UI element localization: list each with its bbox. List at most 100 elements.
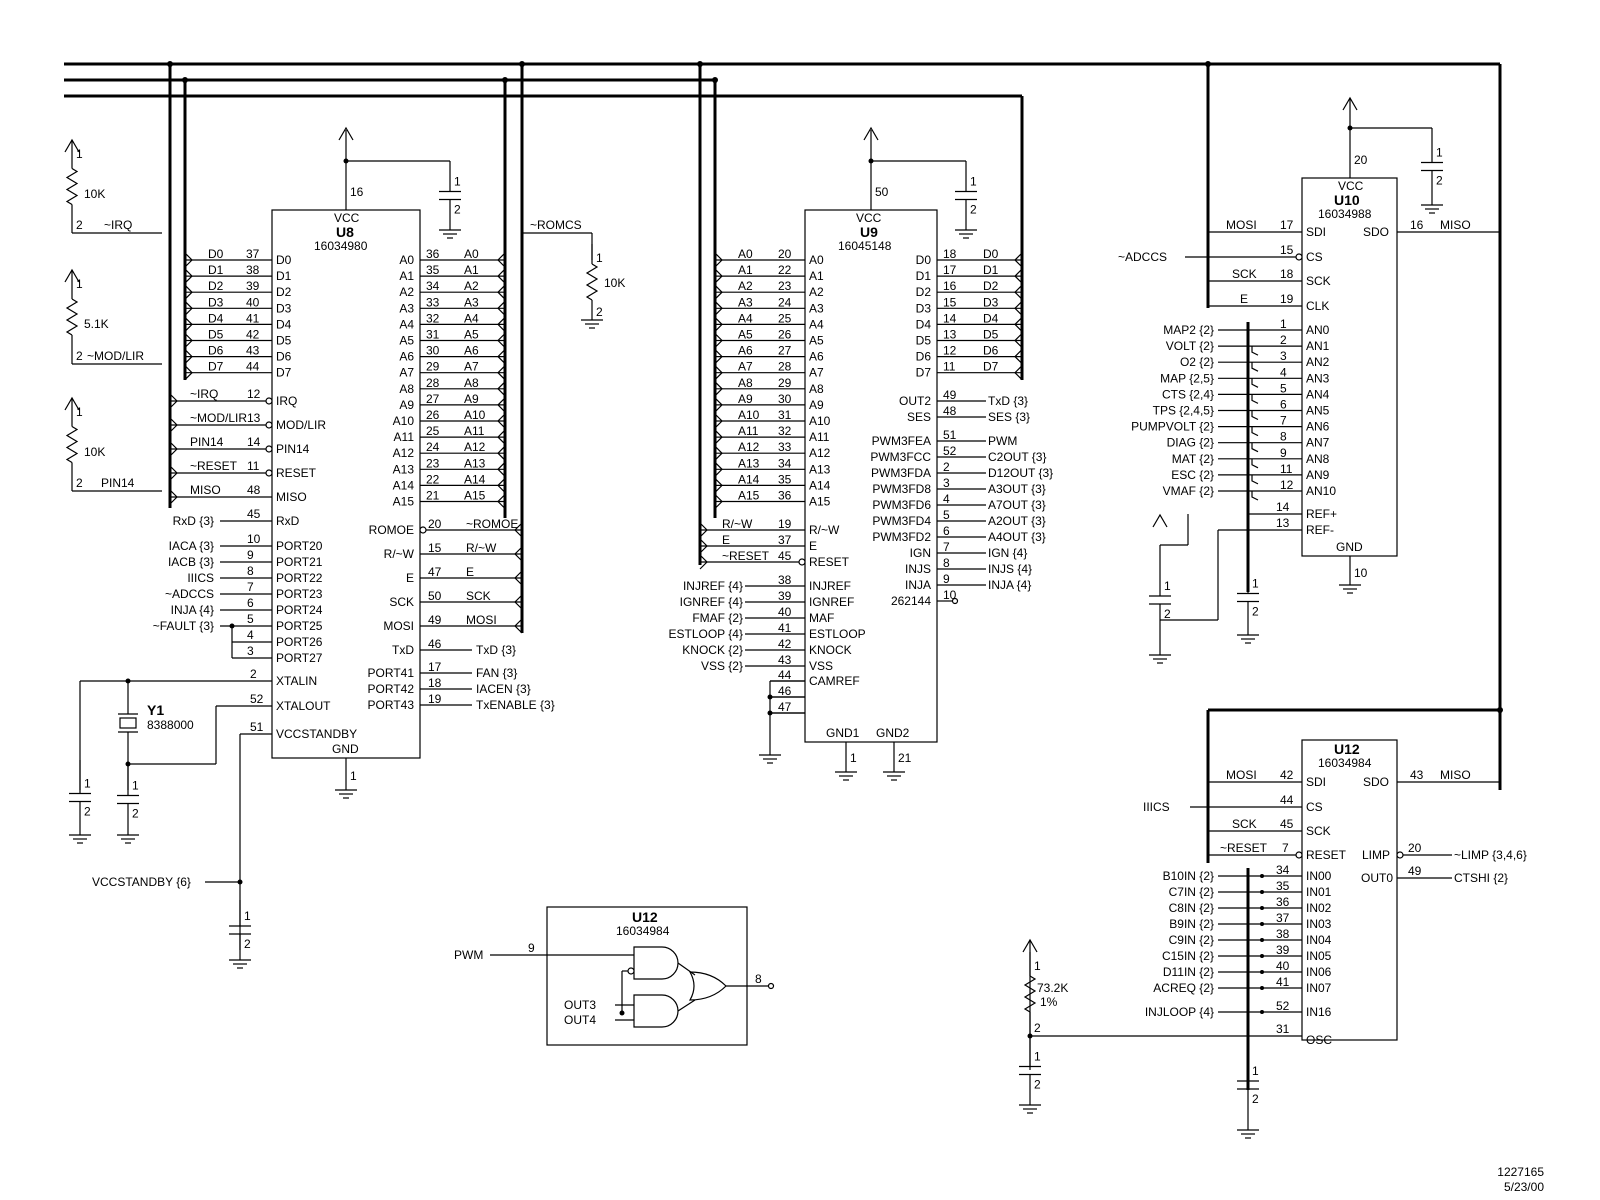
u8-d-label: D0 [276, 253, 292, 267]
u9-o-label: PWM3FD2 [872, 530, 931, 544]
u8-l-pin: 3 [247, 644, 254, 658]
u8-a-entry [497, 333, 506, 348]
u8-a-entry [497, 284, 506, 300]
u8-l-net: INJA {4} [171, 603, 214, 617]
u8-l-entry [169, 465, 178, 481]
vcc-arrow [1342, 96, 1358, 111]
u12-in-net: D11IN {2} [1163, 965, 1214, 979]
u12-gate-block: U12 16034984 PWM 9 OUT3 OUT4 8 [454, 906, 775, 1046]
res-zigzag [65, 167, 79, 206]
u8-part: 16034980 [314, 239, 368, 253]
u9-c-pin: 45 [778, 549, 792, 563]
u8-a-pin: 28 [426, 376, 440, 390]
u8-l-entry [169, 417, 178, 433]
u8-r-pin: 20 [428, 517, 442, 531]
u9-d-label: D3 [916, 301, 932, 315]
u8-a-pin: 34 [426, 279, 440, 293]
u9-gnd2-label: GND2 [876, 726, 910, 740]
u10-ref: U10 [1334, 192, 1360, 208]
u9-a-entry [714, 284, 723, 300]
u9-d-pin: 12 [943, 344, 957, 358]
u9-gnd2-pin: 21 [898, 751, 912, 765]
u8-x-label: XTALIN [276, 674, 317, 688]
u8-a-net: A10 [464, 408, 486, 422]
u9-o-net: A3OUT {3} [988, 482, 1046, 496]
u10-an-pin: 6 [1280, 398, 1287, 412]
u8-a-net: A3 [464, 295, 479, 309]
u12-limp-pin: 20 [1408, 841, 1422, 855]
u10-an-pin: 9 [1280, 446, 1287, 460]
u12-reset-label: RESET [1306, 848, 1347, 862]
u8-l-bubble [265, 421, 273, 429]
u9-a-label: A1 [809, 269, 824, 283]
u8-a-label: A10 [393, 414, 415, 428]
u9-d-entry [1014, 333, 1023, 348]
cap-pin2: 2 [84, 805, 91, 819]
u12-in-net: C9IN {2} [1169, 933, 1214, 947]
u10-sdi-net: MOSI [1226, 218, 1257, 232]
u8-x-pin: 52 [250, 692, 264, 706]
r5-tolerance: 1% [1040, 995, 1058, 1009]
u9-d-net: D6 [983, 344, 999, 358]
u10-an-label: AN1 [1306, 339, 1330, 353]
cap-pin1: 1 [132, 779, 139, 793]
u9-d-pin: 15 [943, 295, 957, 309]
u8-l-label: RxD [276, 514, 300, 528]
u8-a-net: A6 [464, 344, 479, 358]
u12-in-net: B9IN {2} [1169, 917, 1214, 931]
u8-r-entry [514, 570, 523, 586]
u10-cs-net: ~ADCCS [1118, 250, 1167, 264]
u10-sdo-label: SDO [1363, 225, 1389, 239]
u8-d-pin: 39 [246, 279, 260, 293]
u12-osc-label: OSC [1306, 1033, 1332, 1047]
u8-r-pin: 49 [428, 613, 442, 627]
u8-r-pin: 50 [428, 589, 442, 603]
u9-i-net: ESTLOOP {4} [669, 627, 744, 641]
u9-a-net: A8 [738, 376, 753, 390]
u8-d-net: D1 [208, 263, 224, 277]
u9-d-pin: 11 [943, 360, 956, 374]
res-pin2: 2 [76, 476, 83, 490]
u8-d-net: D5 [208, 328, 224, 342]
res-pin1: 1 [76, 277, 83, 291]
u9-d-net: D7 [983, 360, 999, 374]
u9-a-label: A12 [809, 446, 831, 460]
u8-d-label: D7 [276, 366, 292, 380]
u8-l-entry [169, 393, 178, 409]
u12-sck-label: SCK [1306, 824, 1331, 838]
u8-r-net: TxD {3} [476, 643, 516, 657]
u9-i-pin: 46 [778, 684, 792, 698]
u10-gnd-label: GND [1336, 540, 1363, 554]
u9-d-entry [1014, 316, 1023, 332]
u9-a-pin: 22 [778, 263, 792, 277]
u12-in-dot [1260, 922, 1264, 926]
u9-d-net: D2 [983, 279, 999, 293]
u8-a-entry [497, 381, 506, 397]
u8-r-pin: 47 [428, 565, 442, 579]
u9-a-pin: 32 [778, 424, 792, 438]
u9-a-net: A13 [738, 456, 760, 470]
r1-value: 10K [84, 187, 105, 201]
u12-sck-net: SCK [1232, 817, 1257, 831]
u9-o-pin: 6 [943, 524, 950, 538]
u9-d-pin: 14 [943, 311, 957, 325]
u9-a-entry [714, 429, 723, 445]
u8-vcc-label: VCC [334, 211, 360, 225]
u12-in-label: IN16 [1306, 1005, 1332, 1019]
u10-an-net: TPS {2,4,5} [1153, 404, 1214, 418]
u9-o-pin: 9 [943, 572, 950, 586]
u8-a-label: A11 [394, 430, 415, 444]
u8-r-net: R/~W [466, 541, 497, 555]
u8-l-pin: 45 [247, 507, 261, 521]
u9-a-pin: 33 [778, 440, 792, 454]
u8-a-net: A11 [464, 424, 485, 438]
u9-i-label: KNOCK [809, 643, 852, 657]
u9-a-net: A10 [738, 408, 760, 422]
u9-a-entry [714, 477, 723, 493]
u10-an-label: AN4 [1306, 387, 1330, 401]
